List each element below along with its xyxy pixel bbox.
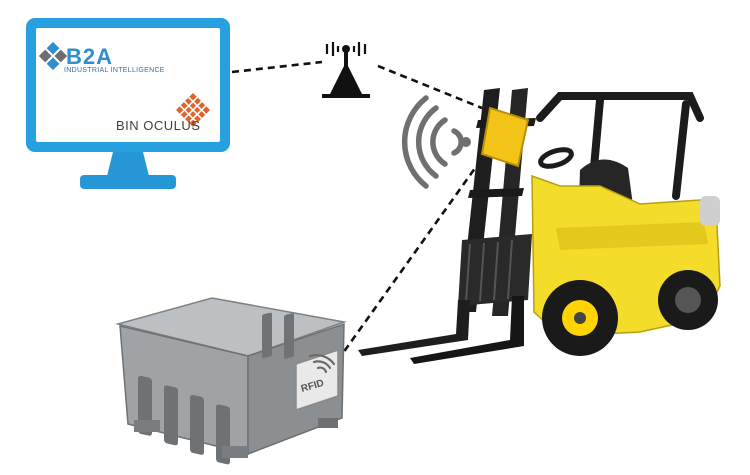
storage-bin: RFID [115, 297, 347, 465]
b2a-logo-mark [38, 41, 68, 71]
rfid-signal-icon [308, 354, 336, 374]
forklift-fork-left [358, 300, 470, 356]
monitor-base [80, 175, 176, 189]
rfid-reader-panel [480, 106, 530, 168]
forklift [358, 88, 721, 364]
antenna-icon [322, 42, 370, 98]
bin-oculus-logo: BIN OCULUS [116, 93, 210, 133]
bin-oculus-logo-text: BIN OCULUS [116, 118, 200, 133]
link-antenna-to-forklift-reader [377, 64, 483, 110]
computer-monitor: B2A INDUSTRIAL INTELLIGENCE BIN OCULUS [26, 18, 230, 189]
b2a-logo: B2A INDUSTRIAL INTELLIGENCE [38, 41, 165, 74]
forklift-fork-right [410, 296, 524, 364]
link-monitor-to-antenna [231, 60, 323, 74]
rfid-tag: RFID [295, 348, 339, 412]
wireless-signal-icon [401, 95, 471, 189]
bin-oculus-logo-mark [176, 93, 210, 127]
b2a-logo-tagline: INDUSTRIAL INTELLIGENCE [64, 67, 165, 74]
monitor-neck [107, 152, 149, 176]
monitor-screen [36, 28, 220, 142]
connection-links [231, 60, 490, 361]
b2a-logo-text: B2A [66, 44, 113, 69]
